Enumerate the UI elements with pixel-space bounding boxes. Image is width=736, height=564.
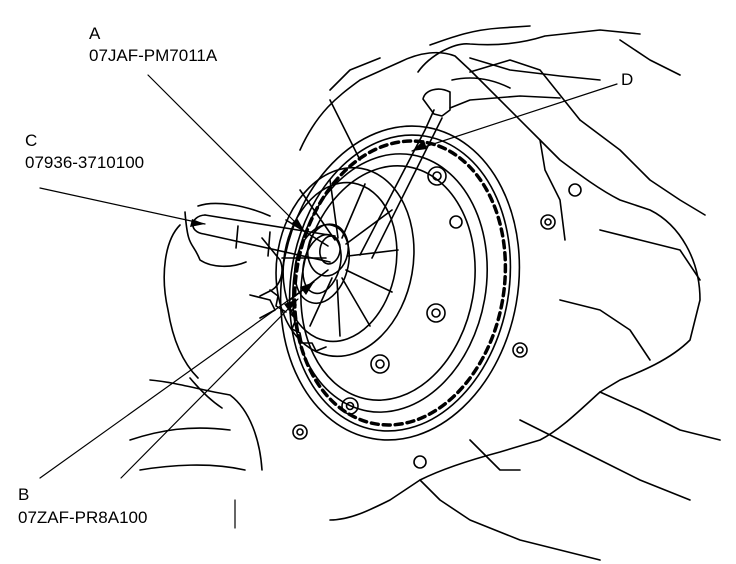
callout-c-letter: C — [25, 131, 38, 150]
leader-lines — [39, 74, 618, 529]
callout-a-part-number: 07JAF-PM7011A — [89, 46, 218, 65]
flywheel-ring-gear — [279, 125, 521, 441]
callout-a-letter: A — [89, 24, 101, 43]
callout-c-part-number: 07936-3710100 — [25, 153, 145, 172]
transmission-housing — [292, 51, 721, 561]
left-hand — [129, 202, 283, 471]
callout-b-part-number: 07ZAF-PR8A100 — [18, 508, 148, 527]
release-bearing-tool — [294, 223, 350, 305]
arrow-d — [412, 140, 427, 151]
leader-a — [147, 74, 306, 233]
leader-b2 — [120, 298, 299, 479]
arrow-b1 — [300, 282, 314, 295]
callout-d-letter: D — [621, 70, 634, 89]
leader-b1 — [39, 281, 315, 479]
leader-d — [411, 83, 618, 152]
right-hand-screwdriver — [359, 25, 681, 259]
arrowheads — [190, 140, 427, 311]
arrow-a — [291, 218, 305, 232]
arrow-c — [190, 219, 205, 227]
arrow-b2 — [284, 299, 298, 311]
leader-c — [39, 187, 206, 225]
callout-b-letter: B — [18, 485, 30, 504]
